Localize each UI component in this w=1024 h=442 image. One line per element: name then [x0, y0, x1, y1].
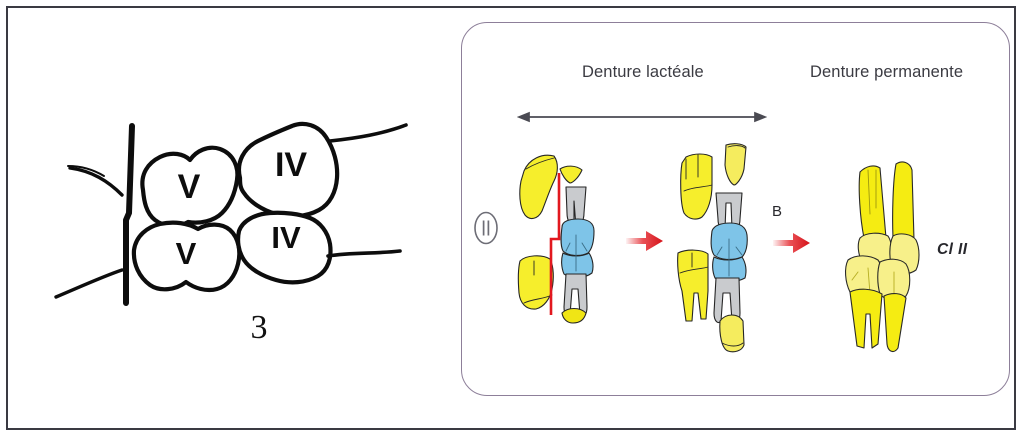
- double-headed-arrow-icon: [517, 111, 767, 123]
- red-overjet-line: [549, 173, 561, 315]
- tooth-blue-lower-crown: [561, 252, 594, 279]
- tooth-lower-V: [131, 220, 242, 293]
- header-deciduous-dentition: Denture lactéale: [582, 63, 704, 81]
- tooth-permanent-upper-left: [858, 165, 887, 244]
- classification-label: Cl II: [937, 241, 968, 258]
- tooth-label-lower-IV: IV: [271, 220, 301, 255]
- tooth-yellow-upper-left-b: [680, 153, 713, 220]
- left-illustration-panel: V IV V IV 3: [8, 8, 452, 428]
- tooth-yellow-incisor-bottom-b: [719, 314, 745, 353]
- tooth-yellow-incisor-top-b: [724, 143, 747, 186]
- tooth-yellow-lower-left: [517, 255, 554, 310]
- tooth-yellow-upper-left: [519, 154, 558, 220]
- tooth-yellow-incisor-bottom: [561, 307, 587, 324]
- tooth-label-lower-V: V: [176, 236, 197, 271]
- deciduous-occlusion-drawing: V IV V IV: [54, 121, 408, 306]
- section-marker-II-icon: [474, 211, 498, 245]
- stage-permanent: [845, 161, 920, 353]
- tooth-upper-IV: [236, 121, 340, 219]
- tooth-label-upper-V: V: [178, 168, 201, 206]
- stage-deciduous-initial: [517, 154, 595, 324]
- tooth-yellow-incisor-top: [559, 165, 583, 184]
- red-arrow-icon-1: [626, 231, 663, 251]
- red-arrow-icon-2: [773, 233, 810, 253]
- step-label-B: B: [772, 203, 783, 220]
- tooth-grey-lower-root-b: [713, 277, 741, 324]
- tooth-permanent-upper-right: [892, 161, 915, 245]
- tooth-permanent-lower-right: [883, 293, 907, 353]
- tooth-yellow-lower-left-b: [677, 249, 709, 322]
- tooth-permanent-lower-left: [849, 288, 883, 349]
- tooth-grey-upper-root: [565, 186, 587, 228]
- header-permanent-dentition: Denture permanente: [810, 63, 964, 81]
- midline-icon: [123, 123, 135, 306]
- tooth-label-upper-IV: IV: [275, 146, 307, 184]
- right-rounded-panel: Denture lactéale Denture permanente: [461, 22, 1010, 396]
- figure-number: 3: [250, 309, 268, 346]
- tooth-blue-upper-crown: [560, 218, 595, 256]
- stage-deciduous-exfoliating: [677, 143, 748, 353]
- tooth-lower-IV: [235, 210, 333, 285]
